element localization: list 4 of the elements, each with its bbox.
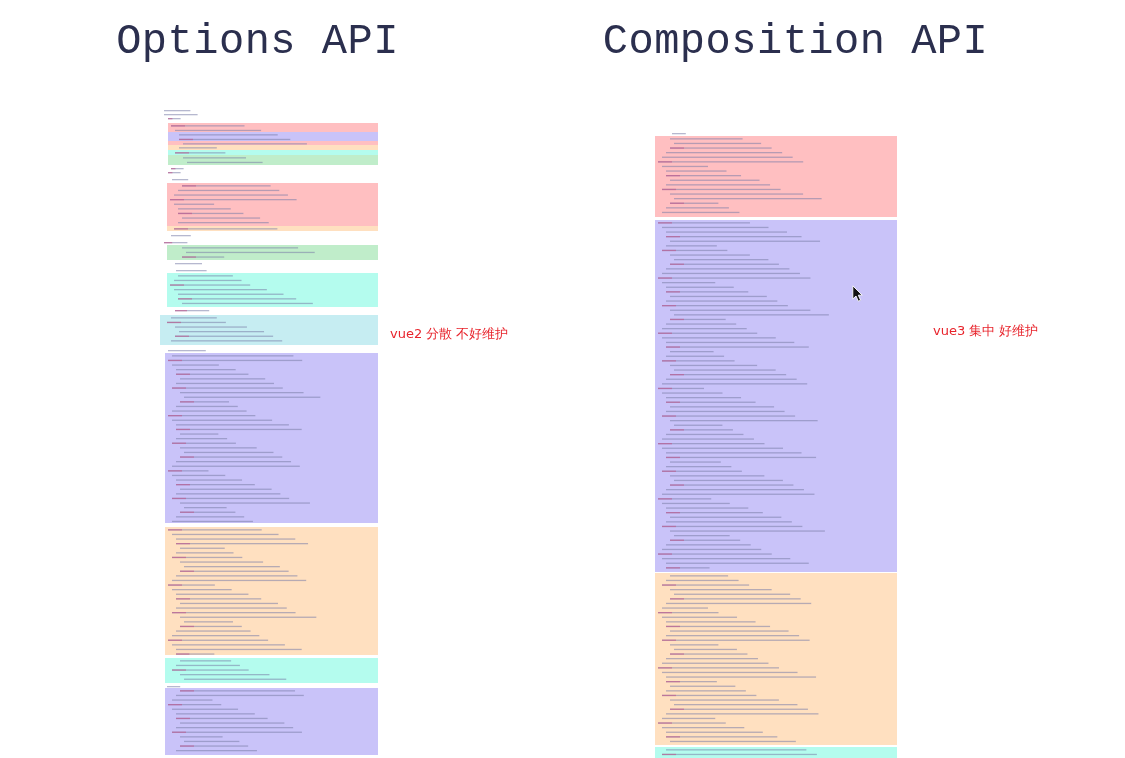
side-note: vue3 集中 好维护 <box>933 323 1039 339</box>
panel-heading: Options API <box>116 20 399 64</box>
side-note: vue2 分散 不好维护 <box>390 326 509 342</box>
panel-heading: Composition API <box>602 20 989 64</box>
